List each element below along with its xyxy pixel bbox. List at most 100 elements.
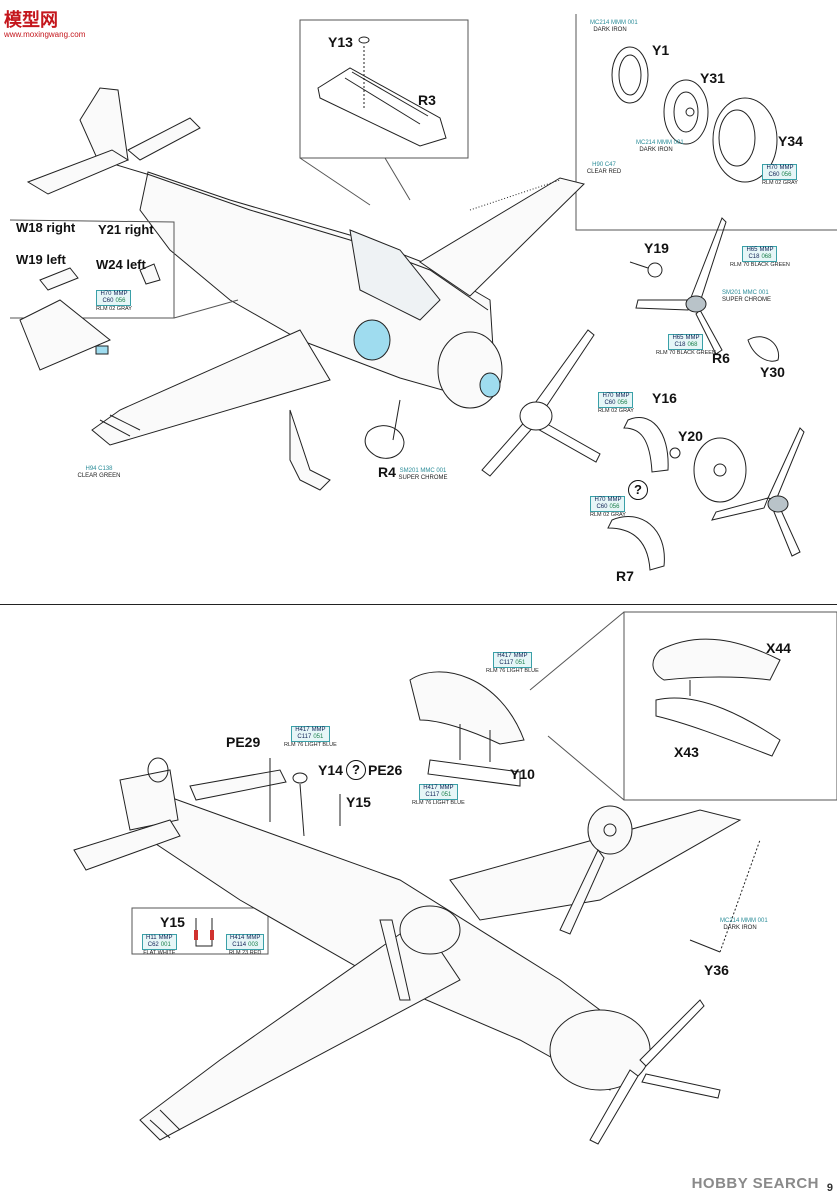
paint-codes: MC214 MMM 001	[590, 20, 638, 26]
part-label-y16: Y16	[652, 390, 677, 406]
paint-m: MMP	[439, 785, 454, 791]
paint-m: MMP	[311, 727, 326, 733]
y1-part	[611, 46, 649, 104]
paint-m: MMP	[779, 165, 794, 171]
paint-h: H70	[100, 291, 112, 297]
site-logo: 模型网 www.moxingwang.com	[4, 6, 85, 39]
paint-name: FLAT WHITE	[143, 950, 176, 956]
page-number: 9	[826, 1182, 833, 1194]
y20-part	[669, 447, 681, 459]
y31-part	[663, 79, 709, 145]
paint-name: CLEAR RED	[586, 169, 622, 175]
paint-n: 068	[687, 342, 698, 348]
paint-name: RLM 76 LIGHT BLUE	[284, 742, 337, 748]
part-label-pe29: PE29	[226, 734, 261, 750]
r3-part	[317, 67, 447, 147]
part-label-w19: W19 left	[16, 252, 66, 267]
paint-codes: H94 C138	[85, 466, 113, 472]
part-label-y31: Y31	[700, 70, 725, 86]
paint-h: H417	[423, 785, 438, 791]
part-label-pe26: PE26	[368, 762, 403, 778]
paint-name: RLM 02 GRAY	[598, 408, 634, 414]
part-label-y30: Y30	[760, 364, 785, 380]
part-label-y14: Y14	[318, 762, 343, 778]
paint-codes: SM201 MMC 001	[399, 468, 447, 474]
paint-clear-green: H94 C138 CLEAR GREEN	[76, 466, 122, 480]
paint-codes: H90 C47	[592, 162, 616, 168]
paint-m: MMP	[246, 935, 261, 941]
question-mark-icon-y14: ?	[346, 760, 366, 780]
paint-name: DARK IRON	[639, 147, 673, 153]
right-wing	[419, 177, 585, 297]
left-wing	[91, 329, 331, 446]
y10-part	[427, 759, 521, 787]
paint-c: C18	[748, 254, 760, 260]
y15-part	[195, 918, 213, 947]
paint-clear-red: H90 C47 CLEAR RED	[584, 162, 624, 176]
y30-part	[747, 336, 780, 362]
x43-part	[655, 697, 781, 757]
part-label-r7: R7	[616, 568, 634, 584]
part-label-y10: Y10	[510, 766, 535, 782]
paint-m: MMP	[513, 653, 528, 659]
part-label-y15-inset: Y15	[160, 914, 185, 930]
panel-divider	[0, 604, 837, 605]
paint-c: C117	[499, 660, 514, 666]
part-label-y36: Y36	[704, 962, 729, 978]
paint-name: RLM 02 GRAY	[96, 306, 132, 312]
paint-h: H65	[746, 247, 758, 253]
paint-h: H70	[766, 165, 778, 171]
hobby-search-watermark: HOBBY SEARCH	[691, 1175, 819, 1192]
part-label-y13: Y13	[328, 34, 353, 50]
paint-c: C62	[147, 942, 159, 948]
paint-name: RLM 70 BLACK GREEN	[730, 262, 790, 268]
paint-h: H70	[602, 393, 614, 399]
part-label-y20: Y20	[678, 428, 703, 444]
paint-name: DARK IRON	[593, 27, 627, 33]
y34-part	[712, 97, 778, 183]
paint-codes: MC214 MMM 001	[636, 140, 684, 146]
paint-h: H65	[672, 335, 684, 341]
x44-part	[652, 638, 781, 681]
paint-m: MMP	[158, 935, 173, 941]
r7-part	[607, 516, 665, 571]
r6-propeller	[689, 217, 727, 303]
part-label-y21: Y21 right	[98, 222, 154, 237]
paint-c: C60	[604, 400, 616, 406]
part-label-y19: Y19	[644, 240, 669, 256]
y36-part	[689, 939, 721, 953]
paint-n: 003	[248, 942, 259, 948]
paint-h: H417	[295, 727, 310, 733]
paint-c: C18	[674, 342, 686, 348]
part-label-y1: Y1	[652, 42, 670, 58]
paint-name: RLM 70 BLACK GREEN	[656, 350, 716, 356]
question-mark-icon: ?	[628, 480, 648, 500]
paint-h: H417	[497, 653, 512, 659]
paint-super-chrome-prop: SM201 MMC 001 SUPER CHROME	[722, 290, 771, 304]
paint-n: 056	[781, 172, 792, 178]
paint-c: C114	[232, 942, 247, 948]
paint-c: C60	[102, 298, 114, 304]
paint-h: H70	[594, 497, 606, 503]
paint-name: CLEAR GREEN	[77, 473, 121, 479]
paint-name: RLM 02 GRAY	[590, 512, 626, 518]
paint-h: H11	[146, 935, 157, 941]
y14-part	[292, 772, 308, 784]
paint-n: 051	[313, 734, 324, 740]
part-label-r4: R4	[378, 464, 396, 480]
paint-name: RLM 76 LIGHT BLUE	[486, 668, 539, 674]
paint-name: RLM 23 RED	[228, 950, 262, 956]
paint-name: RLM 02 GRAY	[762, 180, 798, 186]
part-label-y15: Y15	[346, 794, 371, 810]
paint-n: 001	[160, 942, 171, 948]
paint-n: 056	[617, 400, 628, 406]
paint-name: DARK IRON	[723, 925, 757, 931]
